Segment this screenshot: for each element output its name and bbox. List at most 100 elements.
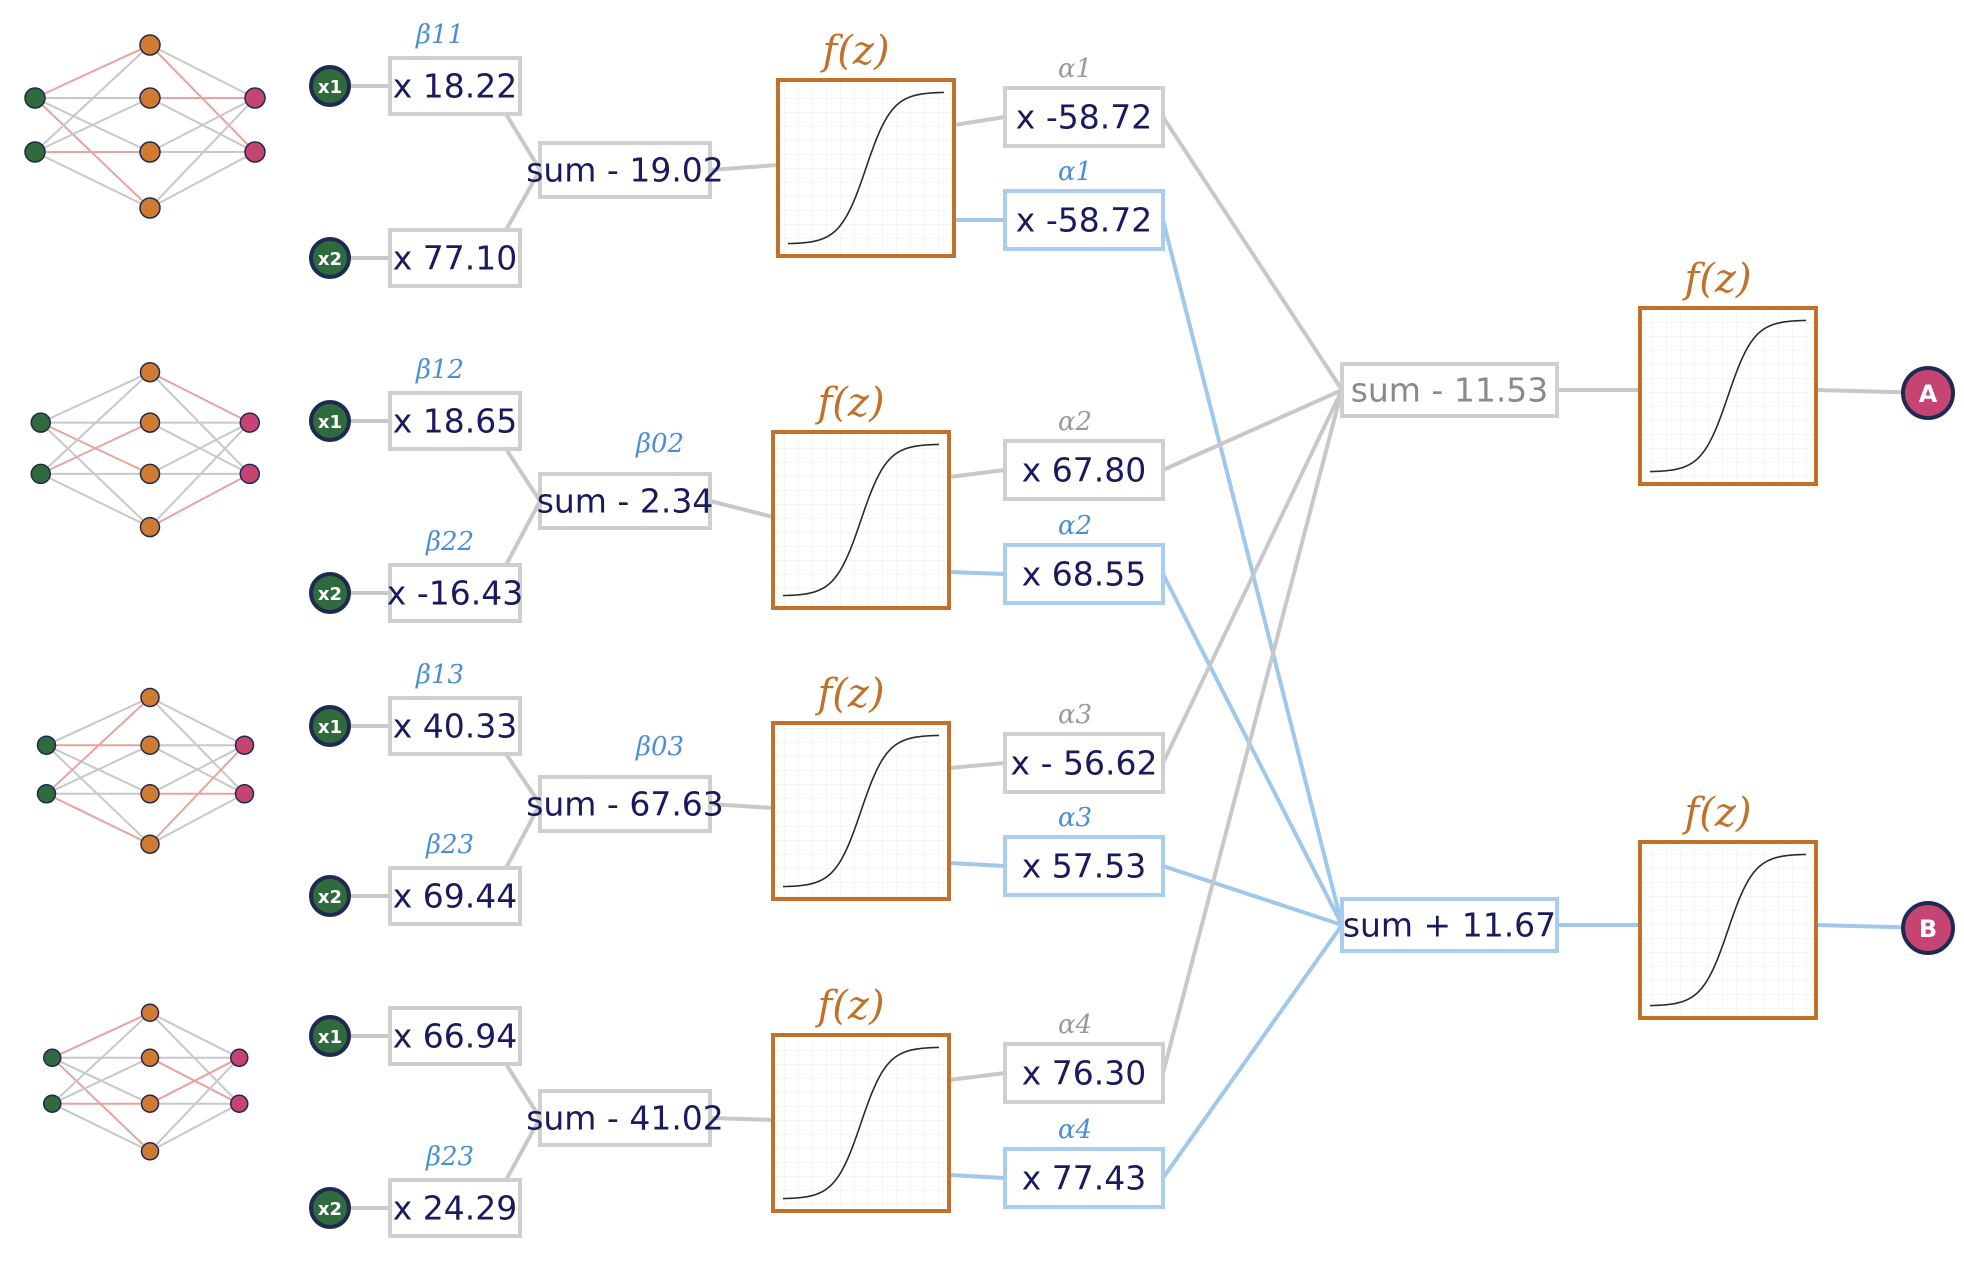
edge-to-output-b [1161, 864, 1344, 927]
mini-output-node [230, 1048, 249, 1068]
mini-edge [149, 371, 251, 424]
hidden-sum-box [538, 775, 712, 833]
edge-to-output-a [1161, 388, 1344, 1075]
input-node-x2 [309, 237, 351, 279]
output-sum-value: sum - 11.53 [1351, 371, 1549, 410]
alpha-weight-box-a [1003, 86, 1165, 148]
mini-edge [51, 1102, 151, 1153]
beta-weight-box [388, 56, 522, 116]
mini-hidden-node [139, 87, 161, 109]
beta-weight-value: x 77.10 [393, 239, 518, 278]
alpha-weight-value: x 57.53 [1022, 847, 1147, 886]
input-node-x1 [309, 705, 351, 747]
edge-to-output-a [1161, 388, 1344, 472]
edge-activation-alpha [947, 761, 1007, 770]
beta-label: β12 [415, 355, 464, 385]
mini-edge [149, 792, 245, 846]
alpha-label: α3 [1058, 700, 1092, 730]
mini-edge [149, 696, 245, 747]
beta-weight-box [388, 228, 522, 288]
edge-activation-alpha [947, 570, 1007, 576]
edge-weight-sum [504, 499, 542, 567]
mini-hidden-node [139, 34, 161, 56]
mini-output-node [244, 87, 266, 109]
mini-edge [51, 1056, 151, 1105]
function-label: f(z) [819, 28, 889, 74]
edge-to-output-b [1161, 572, 1344, 927]
mini-input-node [43, 1094, 62, 1113]
hidden-sum-box [538, 1089, 712, 1147]
mini-hidden-node [139, 362, 161, 383]
mini-hidden-node [140, 784, 160, 804]
alpha-label: α1 [1058, 157, 1092, 187]
mini-hidden-node [140, 1048, 160, 1068]
alpha-label: α1 [1058, 54, 1092, 84]
mini-output-node [239, 463, 260, 485]
mini-hidden-node [139, 516, 161, 538]
mini-edge [40, 371, 151, 424]
input-node-label: x2 [318, 1199, 342, 1220]
beta-weight-box [388, 866, 522, 926]
input-node-label: x2 [318, 584, 342, 605]
mini-edge [46, 744, 151, 795]
mini-edge [46, 792, 151, 846]
alpha-label: α3 [1058, 803, 1092, 833]
mini-network-2 [30, 362, 260, 538]
mini-output-node [239, 412, 260, 433]
hidden-sum-value: sum - 41.02 [526, 1099, 724, 1138]
beta-label: β23 [425, 1142, 474, 1172]
mini-edge [51, 1011, 151, 1059]
alpha-weight-box-b [1003, 1147, 1165, 1209]
beta-label: β11 [415, 20, 464, 50]
edge-to-output-a [1161, 388, 1344, 765]
alpha-weight-box-b [1003, 543, 1165, 605]
mini-hidden-node [140, 687, 160, 708]
mini-network-3 [36, 687, 255, 854]
beta-weight-box [388, 563, 522, 623]
mini-edge [149, 1056, 240, 1105]
mini-edge [149, 473, 251, 528]
beta-weight-box [388, 1178, 522, 1238]
alpha-weight-value: x 76.30 [1022, 1054, 1147, 1093]
edge-sum-activation [708, 1116, 775, 1122]
mini-edge [34, 97, 151, 153]
edge-activation-alpha [947, 1071, 1007, 1082]
edge-weight-sum [504, 447, 542, 503]
edge-weight-sum [504, 752, 542, 806]
alpha-weight-box-b [1003, 835, 1165, 897]
output-node-label: A [1919, 380, 1938, 408]
input-node-label: x1 [318, 1027, 342, 1048]
edge-to-output-a [1161, 115, 1344, 392]
alpha-label: α4 [1058, 1115, 1092, 1145]
beta-weight-box [388, 391, 522, 451]
edge-weight-sum [504, 1062, 542, 1120]
mini-edge [149, 1057, 240, 1152]
mini-edge [149, 744, 245, 795]
edge-activation-alpha [947, 468, 1007, 479]
mini-hidden-node [140, 1094, 160, 1113]
mini-network-icons [24, 34, 266, 1161]
mini-input-node [24, 141, 46, 163]
mini-output-node [234, 735, 255, 755]
mini-output-node [244, 141, 266, 163]
bias-label: β02 [635, 429, 684, 459]
alpha-weight-value: x -58.72 [1016, 98, 1152, 137]
mini-edge [149, 97, 256, 153]
edge-sum-activation [708, 499, 775, 519]
function-label: f(z) [1681, 256, 1751, 302]
mini-network-1 [24, 34, 266, 219]
mini-edge [40, 421, 151, 475]
mini-hidden-node [139, 412, 161, 433]
sigmoid-curve [782, 734, 940, 888]
function-label: f(z) [814, 983, 884, 1029]
alpha-weight-box-a [1003, 439, 1165, 501]
hidden-sum-value: sum - 2.34 [537, 482, 714, 521]
beta-weight-value: x 24.29 [393, 1189, 518, 1228]
mini-hidden-node [139, 197, 161, 219]
function-label: f(z) [1681, 790, 1751, 836]
alpha-weight-value: x 77.43 [1022, 1159, 1147, 1198]
sigmoid-curve [1649, 853, 1807, 1007]
hidden-sum-value: sum - 67.63 [526, 785, 724, 824]
edge-weight-sum [504, 168, 542, 232]
